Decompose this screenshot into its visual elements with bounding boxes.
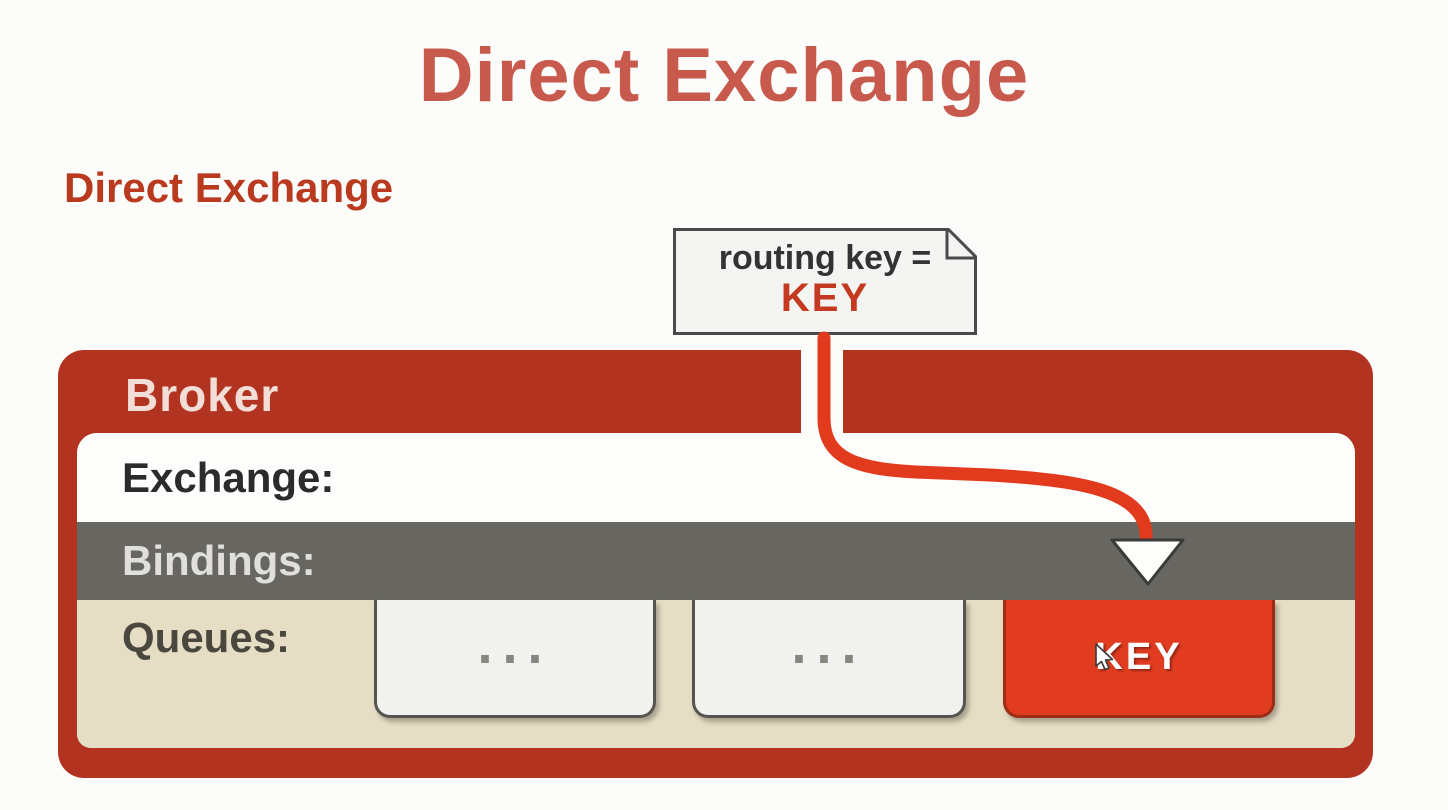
broker-title: Broker (125, 369, 280, 421)
broker-container: Broker Exchange: Bindings: Queues: ... .… (58, 350, 1373, 778)
note-fold-corner-icon (945, 228, 977, 260)
queue-key-label: KEY (1095, 636, 1183, 678)
queue-box-placeholder-1: ... (374, 600, 656, 718)
bindings-row: Bindings: (77, 522, 1355, 600)
bindings-row-label: Bindings: (122, 537, 316, 584)
queue-box-placeholder-2: ... (692, 600, 966, 718)
section-heading: Direct Exchange (64, 164, 394, 211)
routing-key-note: routing key = KEY (673, 228, 977, 335)
routing-key-value: KEY (780, 276, 870, 321)
exchange-row: Exchange: (77, 433, 1355, 522)
broker-panel: Exchange: Bindings: Queues: ... ... KEY (77, 433, 1355, 748)
exchange-row-label: Exchange: (122, 453, 335, 501)
queue-placeholder-dots: ... (791, 614, 867, 675)
queue-box-key: KEY (1003, 600, 1275, 718)
page-title: Direct Exchange (418, 33, 1030, 118)
queue-placeholder-dots: ... (477, 614, 553, 675)
queues-row-label: Queues: (122, 614, 291, 661)
routing-key-label: routing key = (718, 239, 932, 277)
